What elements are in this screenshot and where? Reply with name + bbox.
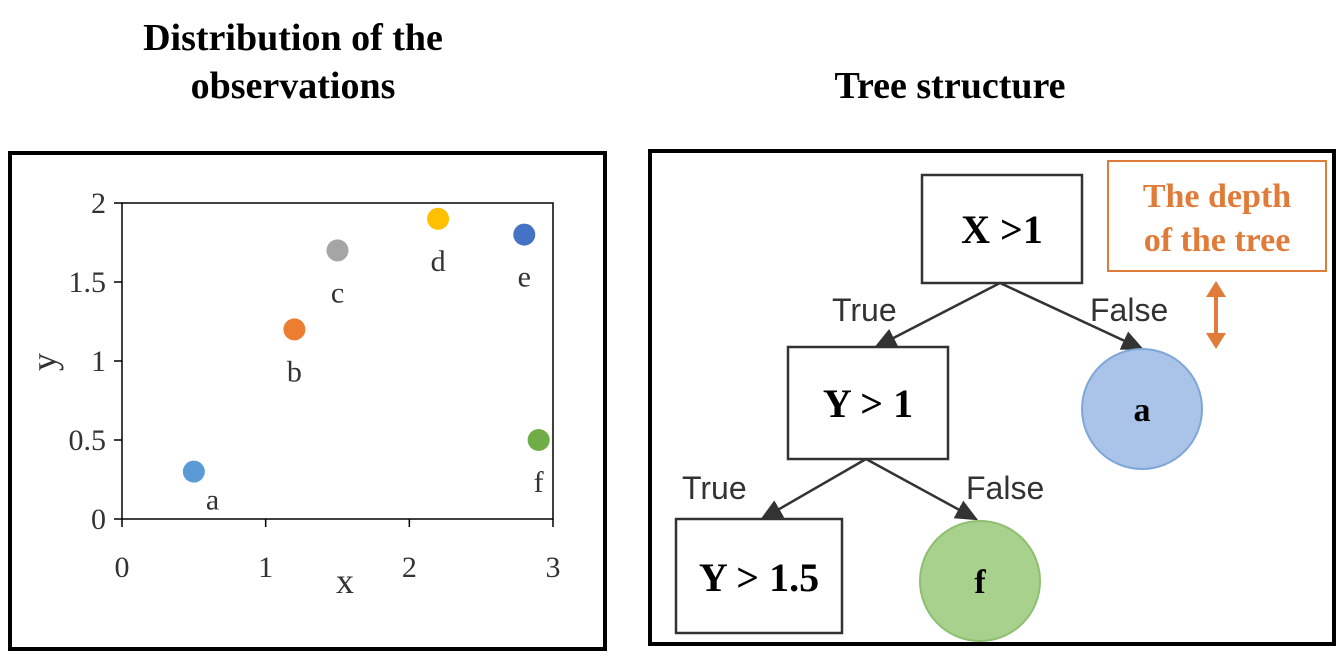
x-tick-label: 3 bbox=[546, 551, 561, 584]
edge-root-to-leaf-a bbox=[999, 281, 1145, 351]
edge-left-to-leftleft bbox=[759, 457, 867, 521]
scatter-points: a b c d e f bbox=[182, 207, 550, 517]
data-point-b bbox=[283, 318, 306, 341]
y-tick-label: 1.5 bbox=[69, 266, 107, 299]
tree-diagram: True False True False X >1 Y > 1 Y > 1.5… bbox=[674, 160, 1327, 642]
x-tick-label: 2 bbox=[402, 551, 417, 584]
tree-node-y-gt-1 bbox=[786, 345, 950, 461]
tree-leaf-f bbox=[919, 520, 1041, 642]
data-point-c bbox=[326, 239, 349, 262]
scatter-title-line2: observations bbox=[190, 65, 396, 107]
data-point-f bbox=[527, 429, 550, 451]
data-label-f: f bbox=[534, 466, 544, 499]
depth-annotation-box bbox=[1107, 160, 1327, 272]
depth-annotation-line2: of the tree bbox=[1144, 222, 1291, 259]
y-axis-label: y bbox=[24, 353, 64, 371]
edge-label-false-1: False bbox=[1090, 292, 1168, 328]
x-tick-label: 1 bbox=[258, 551, 273, 584]
depth-double-arrow-icon bbox=[1206, 281, 1226, 349]
tree-root-label: X >1 bbox=[961, 207, 1043, 252]
edge-label-false-2: False bbox=[966, 470, 1044, 506]
tree-leaf-a-label: a bbox=[1134, 392, 1151, 429]
y-tick-label: 0 bbox=[91, 503, 106, 536]
x-axis-label: x bbox=[336, 561, 354, 601]
scatter-frame: 0 1 2 3 0 0.5 1 1.5 2 a b c d e f x y bbox=[8, 151, 607, 651]
data-point-d bbox=[427, 207, 450, 230]
data-label-e: e bbox=[518, 261, 531, 294]
tree-root-node bbox=[920, 173, 1084, 285]
scatter-panel-title: Distribution of the observations bbox=[0, 14, 586, 110]
scatter-axes: 0 1 2 3 0 0.5 1 1.5 2 bbox=[69, 187, 561, 584]
edge-label-true-1: True bbox=[832, 292, 897, 328]
tree-frame: True False True False X >1 Y > 1 Y > 1.5… bbox=[648, 149, 1336, 646]
data-label-b: b bbox=[287, 355, 302, 388]
tree-node-y-gt-1-label: Y > 1 bbox=[823, 381, 913, 426]
edge-left-to-leaf-f bbox=[865, 457, 979, 521]
scatter-chart: 0 1 2 3 0 0.5 1 1.5 2 a b c d e f x y bbox=[24, 187, 561, 601]
y-tick-label: 2 bbox=[91, 187, 106, 220]
data-point-a bbox=[182, 460, 205, 483]
x-tick-label: 0 bbox=[115, 551, 130, 584]
edge-root-to-left bbox=[873, 281, 1001, 349]
data-label-a: a bbox=[206, 484, 219, 517]
tree-node-y-gt-1-5-label: Y > 1.5 bbox=[699, 555, 819, 600]
data-label-d: d bbox=[431, 245, 446, 278]
tree-leaf-a bbox=[1081, 348, 1203, 470]
data-point-e bbox=[513, 223, 536, 246]
y-tick-label: 0.5 bbox=[69, 424, 107, 457]
edge-label-true-2: True bbox=[682, 470, 747, 506]
depth-annotation-line1: The depth bbox=[1143, 178, 1291, 215]
tree-panel-title: Tree structure bbox=[834, 65, 1066, 107]
tree-node-y-gt-1-5 bbox=[674, 517, 844, 635]
y-tick-label: 1 bbox=[91, 345, 106, 378]
scatter-title-line1: Distribution of the bbox=[143, 17, 443, 59]
tree-leaf-f-label: f bbox=[974, 564, 986, 601]
data-label-c: c bbox=[331, 276, 344, 309]
